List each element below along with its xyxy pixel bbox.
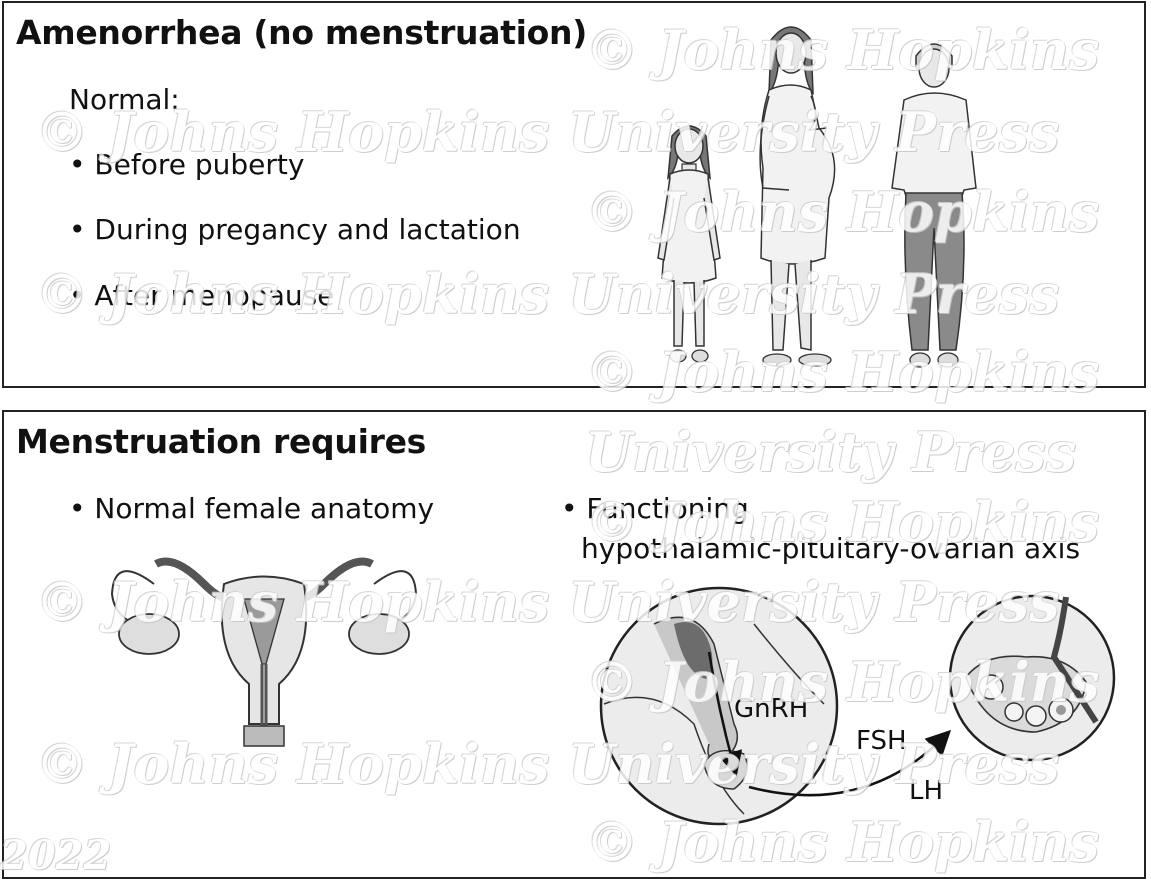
uterus-anatomy-illustration xyxy=(110,557,418,747)
bullet-hpo-axis: Functioning xyxy=(561,492,748,525)
amenorrhea-title: Amenorrhea (no menstruation) xyxy=(16,13,588,52)
lh-label: LH xyxy=(909,776,944,806)
pregnant-woman-illustration xyxy=(759,26,836,367)
fsh-label: FSH xyxy=(856,726,907,756)
gnrh-label: GnRH xyxy=(734,694,809,724)
bullet-hpo-axis-line2: hypothalamic-pituitary-ovarian axis xyxy=(581,532,1081,565)
bullet-before-puberty: Before puberty xyxy=(69,148,304,181)
normal-label: Normal: xyxy=(69,83,180,116)
gnrh-arrow xyxy=(707,651,743,777)
hormone-pathway-arrows xyxy=(707,651,952,797)
fsh-lh-arrow xyxy=(748,729,952,797)
bullet-normal-anatomy: Normal female anatomy xyxy=(69,492,434,525)
older-woman-illustration xyxy=(891,43,977,368)
amenorrhea-panel: Amenorrhea (no menstruation) Normal: Bef… xyxy=(2,1,1146,388)
menstruation-requires-title: Menstruation requires xyxy=(16,422,426,461)
girl-figure-illustration xyxy=(657,125,721,363)
bullet-pregnancy-lactation: During pregancy and lactation xyxy=(69,213,520,246)
ovary-illustration xyxy=(948,594,1116,762)
menstruation-requires-panel: Menstruation requires Normal female anat… xyxy=(2,410,1146,879)
bullet-after-menopause: After menopause xyxy=(69,279,334,312)
